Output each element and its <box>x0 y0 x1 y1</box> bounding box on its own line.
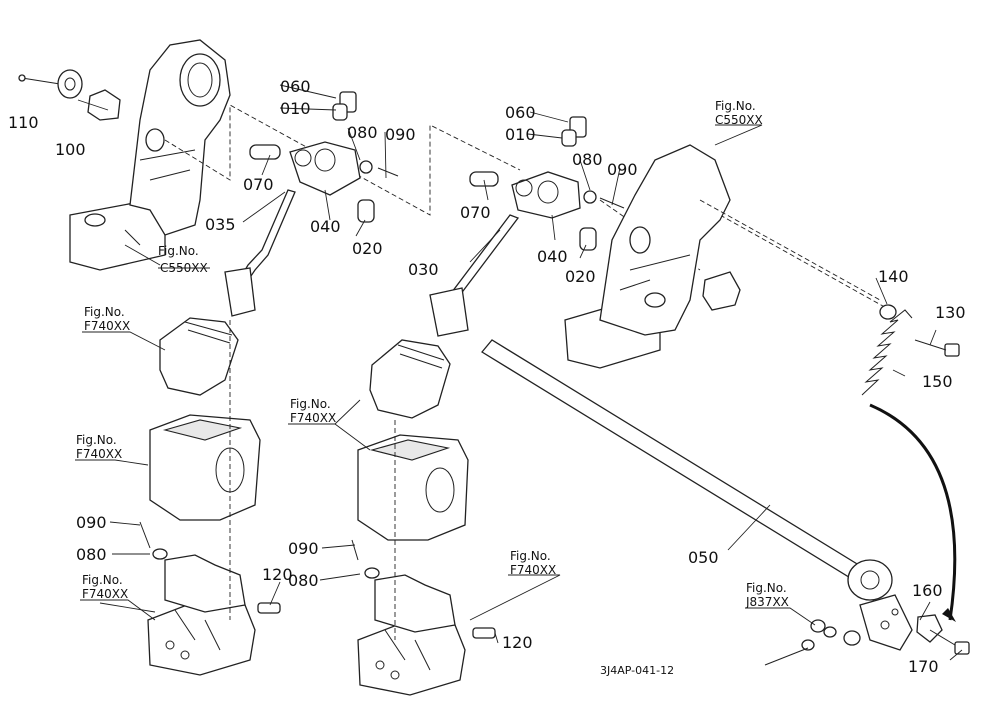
figref-c550-left-title: Fig.No. <box>158 244 199 258</box>
label-020-right: 020 <box>565 267 596 286</box>
label-090-left: 090 <box>385 125 416 144</box>
label-040-left: 040 <box>310 217 341 236</box>
right-lift-arm-bracket <box>564 144 741 369</box>
left-pin-collar <box>18 69 121 121</box>
figure-code: 3J4AP-041-12 <box>600 664 674 677</box>
label-010-left: 010 <box>280 99 311 118</box>
label-120-left: 120 <box>262 565 293 584</box>
right-rod-030 <box>429 214 520 337</box>
label-080-lower-mid: 080 <box>288 571 319 590</box>
nut-140 <box>879 304 897 320</box>
spring-150 <box>861 309 913 396</box>
label-160: 160 <box>912 581 943 600</box>
figref-f740-b-code: F740XX <box>76 447 122 461</box>
figref-f740-c-title: Fig.No. <box>82 573 123 587</box>
label-110: 110 <box>8 113 39 132</box>
label-150: 150 <box>922 372 953 391</box>
figref-j837-code: J837XX <box>745 595 789 609</box>
figref-c550-left-code: C550XX <box>160 261 208 275</box>
label-100: 100 <box>55 140 86 159</box>
left-control-valve <box>147 554 256 676</box>
label-050: 050 <box>688 548 719 567</box>
figref-f740-c-code: F740XX <box>82 587 128 601</box>
label-090-right: 090 <box>607 160 638 179</box>
label-030: 030 <box>408 260 439 279</box>
left-lift-arm-bracket <box>69 39 231 271</box>
bracket-160 <box>916 614 943 643</box>
right-lever-assembly <box>469 116 625 251</box>
label-040-right: 040 <box>537 247 568 266</box>
figref-f740-d-title: Fig.No. <box>290 397 331 411</box>
label-010-right: 010 <box>505 125 536 144</box>
label-070-right: 070 <box>460 203 491 222</box>
spring-routing-arrow <box>869 403 957 621</box>
label-060-left: 060 <box>280 77 311 96</box>
label-070-left: 070 <box>243 175 274 194</box>
label-080-left: 080 <box>347 123 378 142</box>
label-020-left: 020 <box>352 239 383 258</box>
left-cover <box>149 414 261 521</box>
middle-cover <box>357 434 469 541</box>
label-080-right: 080 <box>572 150 603 169</box>
label-170: 170 <box>908 657 939 676</box>
left-boot <box>159 317 239 396</box>
arrow-head <box>942 608 956 622</box>
figref-f740-a-code: F740XX <box>84 319 130 333</box>
figref-f740-b-title: Fig.No. <box>76 433 117 447</box>
label-090-lower-left: 090 <box>76 513 107 532</box>
left-lever-assembly <box>249 91 399 223</box>
figref-f740-d-code: F740XX <box>290 411 336 425</box>
label-140: 140 <box>878 267 909 286</box>
label-060-right: 060 <box>505 103 536 122</box>
figref-f740-e-title: Fig.No. <box>510 549 551 563</box>
j837-fasteners <box>764 619 861 666</box>
left-rod-035 <box>224 189 296 317</box>
bolt-170 <box>929 629 970 655</box>
figref-f740-e-code: F740XX <box>510 563 556 577</box>
label-080-lower-left: 080 <box>76 545 107 564</box>
middle-boot <box>369 339 451 419</box>
cross-shaft-050 <box>481 339 913 651</box>
label-130: 130 <box>935 303 966 322</box>
bolt-130 <box>914 339 960 357</box>
label-090-lower-mid: 090 <box>288 539 319 558</box>
middle-control-valve <box>357 574 466 696</box>
figref-c550-right-code: C550XX <box>715 113 763 127</box>
figref-c550-right-title: Fig.No. <box>715 99 756 113</box>
figref-f740-a-title: Fig.No. <box>84 305 125 319</box>
label-120-right: 120 <box>502 633 533 652</box>
figref-j837-title: Fig.No. <box>746 581 787 595</box>
label-035: 035 <box>205 215 236 234</box>
